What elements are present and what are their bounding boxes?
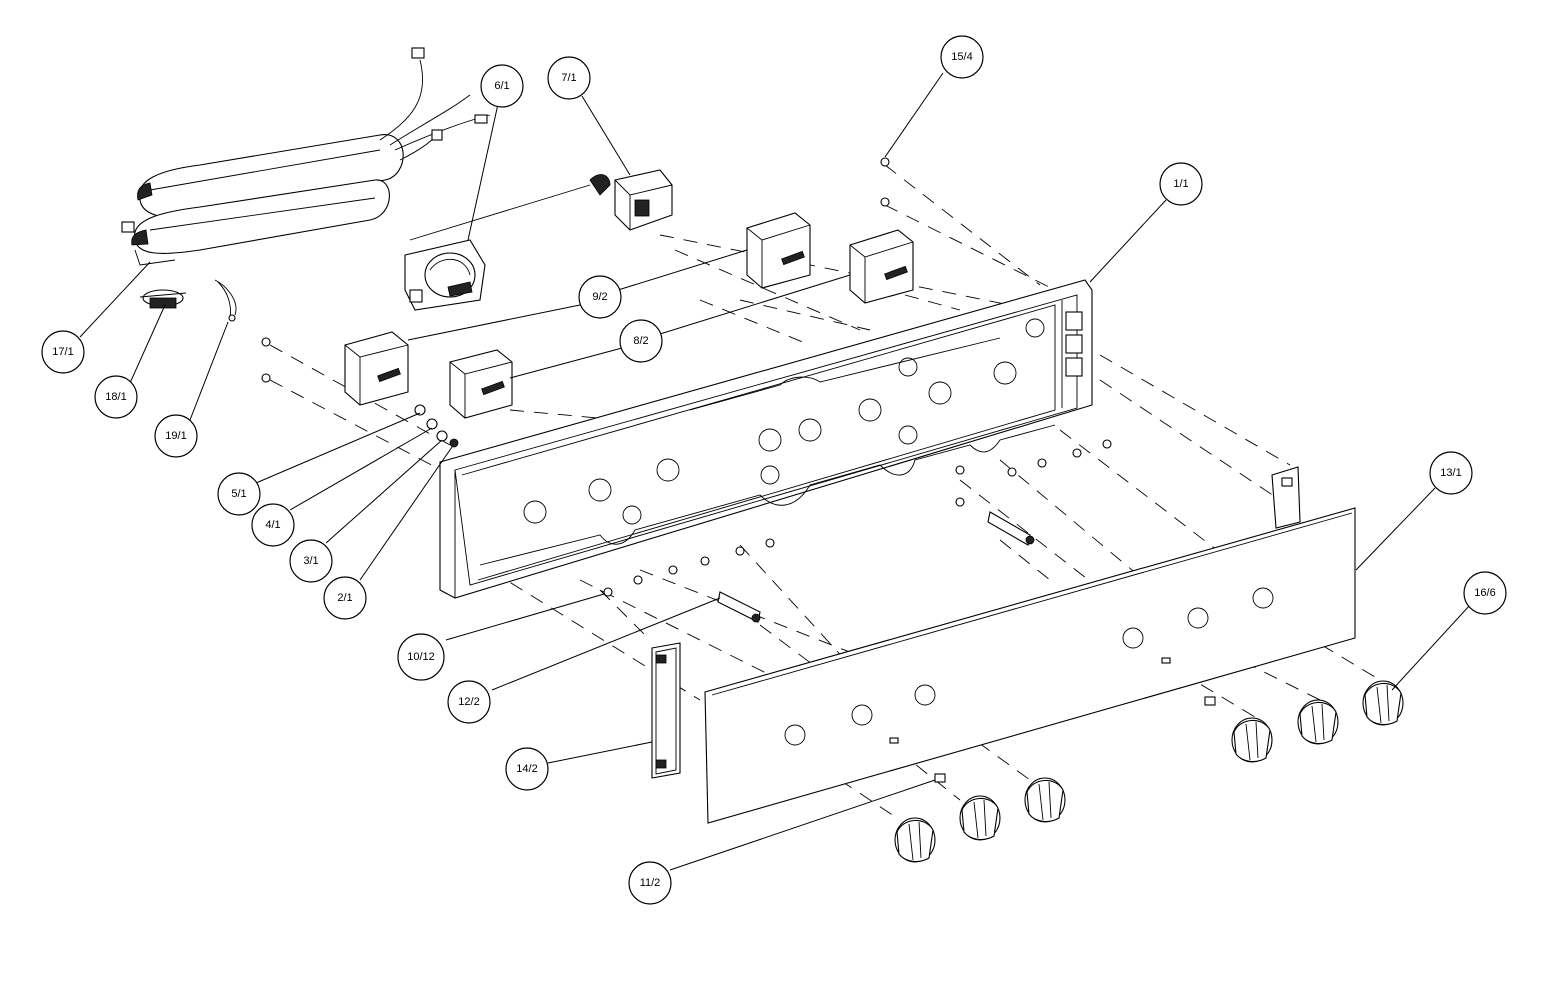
callout-label: 8/2 — [633, 335, 648, 347]
callout-label: 3/1 — [303, 555, 318, 567]
callout-17-1: 17/1 — [41, 330, 85, 374]
callout-label: 16/6 — [1474, 587, 1495, 599]
callout-label: 15/4 — [951, 51, 972, 63]
knob-4 — [1231, 717, 1273, 763]
callout-13-1: 13/1 — [1429, 451, 1473, 495]
callout-9-2: 9/2 — [578, 275, 622, 319]
heating-element — [121, 47, 491, 266]
callout-16-6: 16/6 — [1463, 571, 1507, 615]
knob-2 — [959, 795, 1001, 841]
callout-label: 13/1 — [1440, 467, 1461, 479]
callout-1-1: 1/1 — [1159, 162, 1203, 206]
callout-label: 19/1 — [165, 430, 186, 442]
callout-14-2: 14/2 — [505, 747, 549, 791]
knob-5 — [1297, 699, 1339, 745]
lamp-parts — [414, 404, 459, 448]
knobs — [894, 680, 1404, 863]
screws — [261, 157, 1112, 597]
callout-6-1: 6/1 — [480, 64, 524, 108]
callout-label: 18/1 — [105, 391, 126, 403]
knob-6 — [1362, 680, 1404, 726]
clip-12-2-a — [987, 511, 1035, 546]
callout-7-1: 7/1 — [547, 56, 591, 100]
switch-box-1 — [746, 212, 811, 289]
oven-thermostat — [404, 184, 591, 311]
clip-12-2-b — [717, 591, 761, 623]
callout-8-2: 8/2 — [619, 319, 663, 363]
selector-switch — [589, 169, 673, 231]
callout-label: 1/1 — [1173, 178, 1188, 190]
side-trim — [651, 642, 681, 779]
front-panel — [704, 507, 1356, 824]
thermostat-part — [139, 289, 187, 309]
callout-2-1: 2/1 — [323, 576, 367, 620]
knob-1 — [894, 817, 936, 863]
callout-19-1: 19/1 — [154, 414, 198, 458]
callouts: 15/4 7/1 6/1 1/1 9/2 8/2 17/1 18/1 — [41, 35, 1507, 905]
callout-label: 2/1 — [337, 592, 352, 604]
callout-5-1: 5/1 — [217, 472, 261, 516]
callout-label: 9/2 — [592, 291, 607, 303]
spring-clips — [934, 696, 1216, 783]
callout-10-12: 10/12 — [397, 633, 445, 681]
callout-label: 12/2 — [458, 696, 479, 708]
callout-12-2: 12/2 — [447, 680, 491, 724]
callout-15-4: 15/4 — [940, 35, 984, 79]
callout-label: 17/1 — [52, 346, 73, 358]
knob-3 — [1024, 777, 1066, 823]
callout-label: 7/1 — [561, 72, 576, 84]
callout-label: 14/2 — [516, 763, 537, 775]
switch-box-2 — [849, 229, 914, 304]
switch-box-4 — [449, 349, 513, 419]
side-bracket — [1271, 466, 1301, 529]
callout-label: 5/1 — [231, 488, 246, 500]
callout-label: 11/2 — [640, 877, 661, 889]
sensor-part — [214, 279, 237, 322]
callout-label: 6/1 — [494, 80, 509, 92]
callout-18-1: 18/1 — [94, 375, 138, 419]
callout-label: 10/12 — [407, 651, 435, 663]
switch-box-3 — [344, 331, 409, 406]
callout-label: 4/1 — [265, 519, 280, 531]
callout-3-1: 3/1 — [289, 539, 333, 583]
control-panel-frame — [439, 279, 1093, 599]
callout-4-1: 4/1 — [251, 503, 295, 547]
leader-lines — [79, 72, 1471, 871]
callout-11-2: 11/2 — [628, 861, 672, 905]
